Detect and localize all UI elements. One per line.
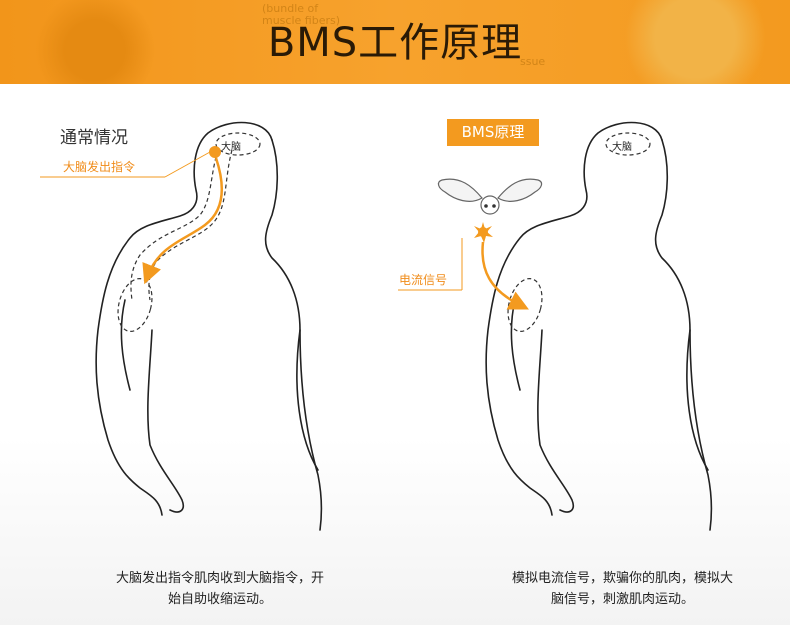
left-caption-line: 大脑发出指令肌肉收到大脑指令，开: [80, 568, 360, 589]
left-figure: [96, 123, 321, 530]
right-arm-outline: [538, 330, 573, 512]
left-caption-line: 始自助收缩运动。: [80, 589, 360, 610]
left-caption: 大脑发出指令肌肉收到大脑指令，开 始自助收缩运动。: [80, 568, 360, 610]
left-arm-outline: [148, 330, 183, 512]
right-signal-arrow: [482, 242, 520, 305]
bms-device: [438, 179, 541, 214]
right-brain-label: 大脑: [612, 138, 632, 153]
left-signal-arrow: [148, 158, 222, 275]
right-caption-line: 模拟电流信号，欺骗你的肌肉，模拟大: [480, 568, 765, 589]
right-callout-label: 电流信号: [399, 271, 447, 288]
left-brain-signal: [209, 146, 221, 158]
left-section-title: 通常情况: [60, 123, 128, 148]
left-callout-line: [165, 152, 210, 177]
right-caption: 模拟电流信号，欺骗你的肌肉，模拟大 脑信号，刺激肌肉运动。: [480, 568, 765, 610]
right-signal-burst: [474, 222, 493, 243]
right-muscle-outline: [503, 275, 548, 335]
left-muscle-outline: [113, 275, 158, 335]
right-caption-line: 脑信号，刺激肌肉运动。: [480, 589, 765, 610]
left-callout-label: 大脑发出指令: [63, 158, 135, 175]
left-brain-label: 大脑: [221, 138, 241, 153]
bms-badge: BMS原理: [447, 119, 539, 146]
